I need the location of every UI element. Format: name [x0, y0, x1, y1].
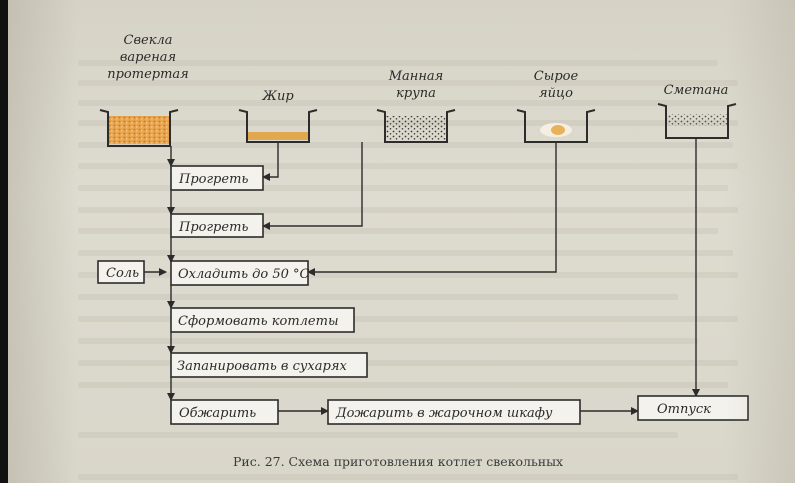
semolina-pot-icon	[376, 109, 456, 143]
heat-step-2-label: Прогреть	[178, 220, 248, 235]
eggs-label-line1: Сырое	[534, 69, 579, 84]
semolina-label-line2: крупа	[396, 86, 436, 101]
cool-step-box	[170, 260, 309, 286]
form-step-label: Сформовать котлеты	[178, 314, 339, 329]
finish-step-label: Дожарить в жарочном шкафу	[335, 406, 553, 421]
bread-step-label: Запанировать в сухарях	[177, 359, 347, 374]
fry-step-label: Обжарить	[179, 406, 256, 421]
cooking-flowchart: Свекла вареная протертая Жир Манная круп…	[78, 33, 749, 480]
beet-label-line1: Свекла	[124, 33, 173, 48]
scanned-page: Свекла вареная протертая Жир Манная круп…	[8, 0, 795, 483]
sour-cream-pot-icon	[657, 103, 737, 139]
semolina-label-line1: Манная	[388, 69, 444, 84]
cool-step-label: Охладить до 50 °С	[178, 267, 310, 282]
heat-step-1-box	[170, 165, 264, 191]
heat-step-2-box	[170, 213, 264, 238]
fry-step-box	[170, 399, 279, 425]
finish-step-box	[327, 399, 581, 425]
flow-connectors	[144, 138, 700, 415]
salt-box	[97, 260, 145, 284]
fat-label: Жир	[261, 89, 294, 104]
salt-label: Соль	[106, 266, 139, 281]
sour-cream-label: Сметана	[664, 83, 729, 98]
figure-caption: Рис. 27. Схема приготовления котлет свек…	[233, 454, 563, 469]
bread-step-box	[170, 352, 368, 378]
serve-step-label: Отпуск	[657, 402, 711, 417]
beet-label-line3: протертая	[107, 67, 189, 82]
beet-label-line2: вареная	[120, 50, 176, 65]
form-step-box	[170, 307, 355, 333]
beet-pot-icon	[99, 109, 179, 147]
eggs-label-line2: яйцо	[539, 86, 573, 101]
heat-step-1-label: Прогреть	[178, 172, 248, 187]
